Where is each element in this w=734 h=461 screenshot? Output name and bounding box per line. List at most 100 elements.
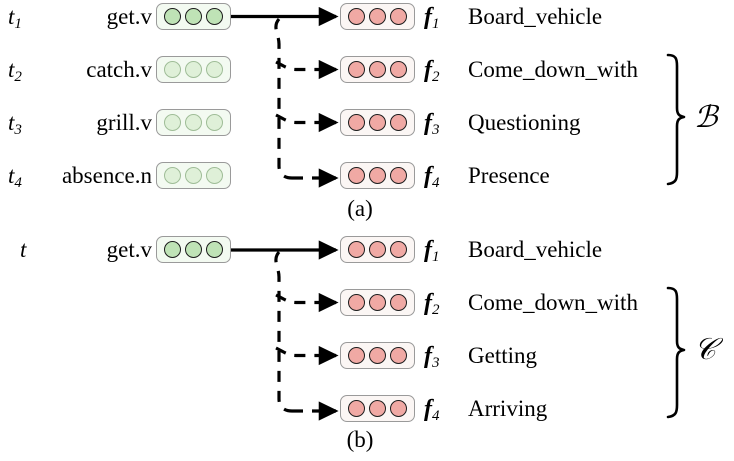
vector-dot [206,167,223,184]
vector-dot [369,400,386,417]
frame-name: Board_vehicle [468,237,603,262]
set-label-c: 𝒞 [694,333,716,366]
target-row: t4 absence.n f4 Presence [0,161,734,191]
vector-dot [390,61,407,78]
target-word: get.v [106,4,152,29]
set-label-b: ℬ [694,101,718,134]
vector-dot [348,241,365,258]
vector-dot [369,294,386,311]
vector-dot [185,8,202,25]
vector-dot [348,347,365,364]
frame-vector [340,342,415,369]
edge-dashed-f2 [275,59,339,80]
vector-dot [185,61,202,78]
panel-b-edges [231,240,686,421]
edge-dashed-f3 [275,112,339,133]
frame-name: Getting [468,343,537,368]
frame-id-label: f2 [424,57,440,85]
target-row: t3 grill.v f3 Questioning [0,108,734,138]
vector-dot [164,241,181,258]
target-id-label: t2 [8,57,22,85]
vector-dot [369,347,386,364]
target-row: t2 catch.v f2 Come_down_with [0,55,734,85]
vector-dot [164,167,181,184]
vector-dot [206,241,223,258]
frame-name: Arriving [468,396,548,421]
frame-vector [340,109,415,136]
frame-id-label: f3 [424,343,440,371]
frame-name: Questioning [468,110,581,135]
vector-dot [348,114,365,131]
frame-vector [340,395,415,422]
frame-vector [340,56,415,83]
panel-a-edges [231,6,686,188]
edge-dashed-f2 [275,292,339,313]
target-word: catch.v [86,57,152,82]
caption-a: (a) [347,196,373,221]
frame-row: f3 Getting [0,341,734,371]
vector-dot [369,8,386,25]
vector-dot [164,114,181,131]
vector-dot [348,294,365,311]
frame-row: f2 Come_down_with [0,288,734,318]
vector-dot [369,241,386,258]
vector-dot [185,241,202,258]
caption-b: (b) [346,427,374,452]
frame-id-label: f4 [424,396,440,424]
target-vector [156,162,231,189]
vector-dot [164,61,181,78]
frame-id-label: f1 [424,237,440,265]
vector-dot [348,167,365,184]
vector-dot [185,114,202,131]
vector-dot [348,61,365,78]
edge-dashed-trunk [274,250,293,413]
edge-dashed-f3 [275,345,339,366]
vector-dot [390,241,407,258]
frame-name: Presence [468,163,550,188]
target-id-label: t4 [8,163,22,191]
vector-dot [206,8,223,25]
frame-name: Board_vehicle [468,4,603,29]
vector-dot [390,114,407,131]
frame-vector [340,3,415,30]
panel-b: t get.v f1 Board_vehicle f2 Come_down_wi… [0,231,734,461]
target-word: get.v [106,237,152,262]
vector-dot [390,167,407,184]
vector-dot [348,8,365,25]
vector-dot [390,8,407,25]
frame-name: Come_down_with [468,57,638,82]
target-row: t1 get.v f1 Board_vehicle [0,2,734,32]
target-vector [156,56,231,83]
frame-vector [340,162,415,189]
vector-dot [390,294,407,311]
frame-id-label: f3 [424,110,440,138]
target-vector [156,3,231,30]
target-id-label: t3 [8,110,22,138]
target-id-label: t1 [8,4,22,32]
vector-dot [185,167,202,184]
frame-id-label: f1 [424,4,440,32]
target-word: grill.v [96,110,152,135]
panel-a: t1 get.v f1 Board_vehicle t2 catch.v [0,0,734,230]
target-vector [156,236,231,263]
frame-name: Come_down_with [468,290,638,315]
brace-a [666,53,686,186]
vector-dot [390,347,407,364]
frame-vector [340,236,415,263]
vector-dot [206,114,223,131]
target-id-label: t [20,237,27,262]
edge-dashed-trunk [274,17,293,180]
frame-vector [340,289,415,316]
vector-dot [206,61,223,78]
vector-dot [369,114,386,131]
target-vector [156,109,231,136]
target-row: t get.v f1 Board_vehicle [0,235,734,265]
frame-row: f4 Arriving [0,394,734,424]
vector-dot [369,167,386,184]
vector-dot [390,400,407,417]
vector-dot [369,61,386,78]
vector-dot [164,8,181,25]
target-word: absence.n [61,163,152,188]
brace-b [666,286,686,419]
frame-id-label: f4 [424,163,440,191]
